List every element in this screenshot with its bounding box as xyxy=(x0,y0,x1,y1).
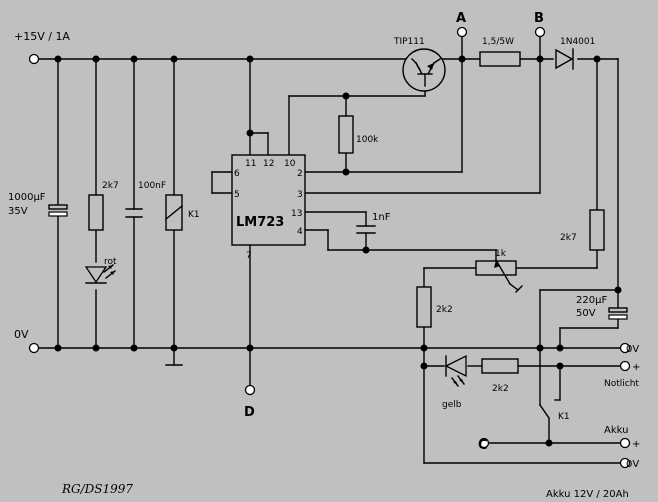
relay-contact-k1 xyxy=(539,399,561,419)
footer-label: Akku 12V / 20Ah xyxy=(546,489,629,500)
point-c-label: C xyxy=(478,438,488,453)
c1-voltage-label: 35V xyxy=(8,206,28,217)
capacitor-1nf xyxy=(356,225,376,234)
transistor-label: TIP111 xyxy=(393,37,425,47)
point-b-label: B xyxy=(534,11,544,26)
transistor-tip111-icon xyxy=(402,48,446,92)
out-0v-1-label: 0V xyxy=(626,344,639,355)
terminal-notlicht-plus[interactable] xyxy=(619,360,631,372)
junction-dots xyxy=(54,55,622,447)
led-yellow-icon xyxy=(444,354,467,387)
r-2k7-right-label: 2k7 xyxy=(560,233,577,243)
ic-pin-5: 5 xyxy=(234,190,240,200)
terminal-akku-plus[interactable] xyxy=(619,437,631,449)
relay-k1-right-label: K1 xyxy=(558,412,570,422)
akku-label: Akku xyxy=(604,425,628,436)
out-0v-2-label: 0V xyxy=(626,459,639,470)
ic-lm723 xyxy=(231,154,306,246)
c-220u-voltage-label: 50V xyxy=(576,308,596,319)
c-220u-value-label: 220µF xyxy=(576,295,607,306)
r-2k2-vert-label: 2k2 xyxy=(436,305,453,315)
terminal-a[interactable] xyxy=(456,26,468,38)
resistor-2k2-horizontal xyxy=(481,358,519,374)
potentiometer-1k xyxy=(475,259,523,293)
ic-pin-4: 4 xyxy=(297,227,303,237)
point-a-label: A xyxy=(456,11,466,26)
ic-pin-10: 10 xyxy=(284,159,296,169)
ic-pin-13: 13 xyxy=(291,209,302,219)
ic-label: LM723 xyxy=(236,215,284,230)
c-1n-label: 1nF xyxy=(372,212,391,223)
led-yellow-label: gelb xyxy=(442,400,462,410)
terminal-akku-0v[interactable] xyxy=(619,457,631,469)
notlicht-label: Notlicht xyxy=(604,379,639,389)
ic-pin-2: 2 xyxy=(297,169,303,179)
diode-label: 1N4001 xyxy=(560,37,595,47)
resistor-100k xyxy=(338,115,354,154)
relay-coil-k1 xyxy=(165,194,183,231)
pot-1k-label: 1k xyxy=(495,249,507,259)
ic-pin-3: 3 xyxy=(297,190,303,200)
capacitor-100nf xyxy=(125,208,143,218)
led-red-label: rot xyxy=(104,257,117,267)
led-red-icon xyxy=(84,264,116,284)
terminal-supply-0v[interactable] xyxy=(28,342,40,354)
r-shunt-label: 1,5/5W xyxy=(482,37,514,47)
point-d-label: D xyxy=(244,405,255,420)
c1-value-label: 1000µF xyxy=(8,192,46,203)
relay-k1-left-label: K1 xyxy=(188,210,200,220)
terminal-notlicht-0v[interactable] xyxy=(619,342,631,354)
ic-pin-12: 12 xyxy=(263,159,274,169)
resistor-2k2-vertical xyxy=(416,286,432,328)
resistor-2k7-left xyxy=(88,194,104,231)
c-100n-label: 100nF xyxy=(138,181,166,191)
capacitor-c1 xyxy=(48,204,68,217)
terminal-d[interactable] xyxy=(244,384,256,396)
zero-left-label: 0V xyxy=(14,328,29,341)
ic-pin-7: 7 xyxy=(246,251,252,261)
capacitor-220uf xyxy=(608,307,628,320)
ic-pin-11: 11 xyxy=(245,159,256,169)
supply-label: +15V / 1A xyxy=(14,30,70,43)
r-2k2-horiz-label: 2k2 xyxy=(492,384,509,394)
ic-pin-6: 6 xyxy=(234,169,240,179)
out-plus-1-label: + xyxy=(632,362,640,373)
terminal-c[interactable] xyxy=(478,437,490,449)
resistor-1-5-ohm xyxy=(479,51,521,67)
r-2k7-left-label: 2k7 xyxy=(102,181,119,191)
r-100k-label: 100k xyxy=(356,135,379,145)
terminal-supply-plus[interactable] xyxy=(28,53,40,65)
signature: RG/DS1997 xyxy=(61,482,133,496)
out-plus-2-label: + xyxy=(632,439,640,450)
wires xyxy=(37,36,621,464)
terminal-b[interactable] xyxy=(534,26,546,38)
resistor-2k7-right xyxy=(589,209,605,251)
diode-1n4001-icon xyxy=(555,48,574,70)
